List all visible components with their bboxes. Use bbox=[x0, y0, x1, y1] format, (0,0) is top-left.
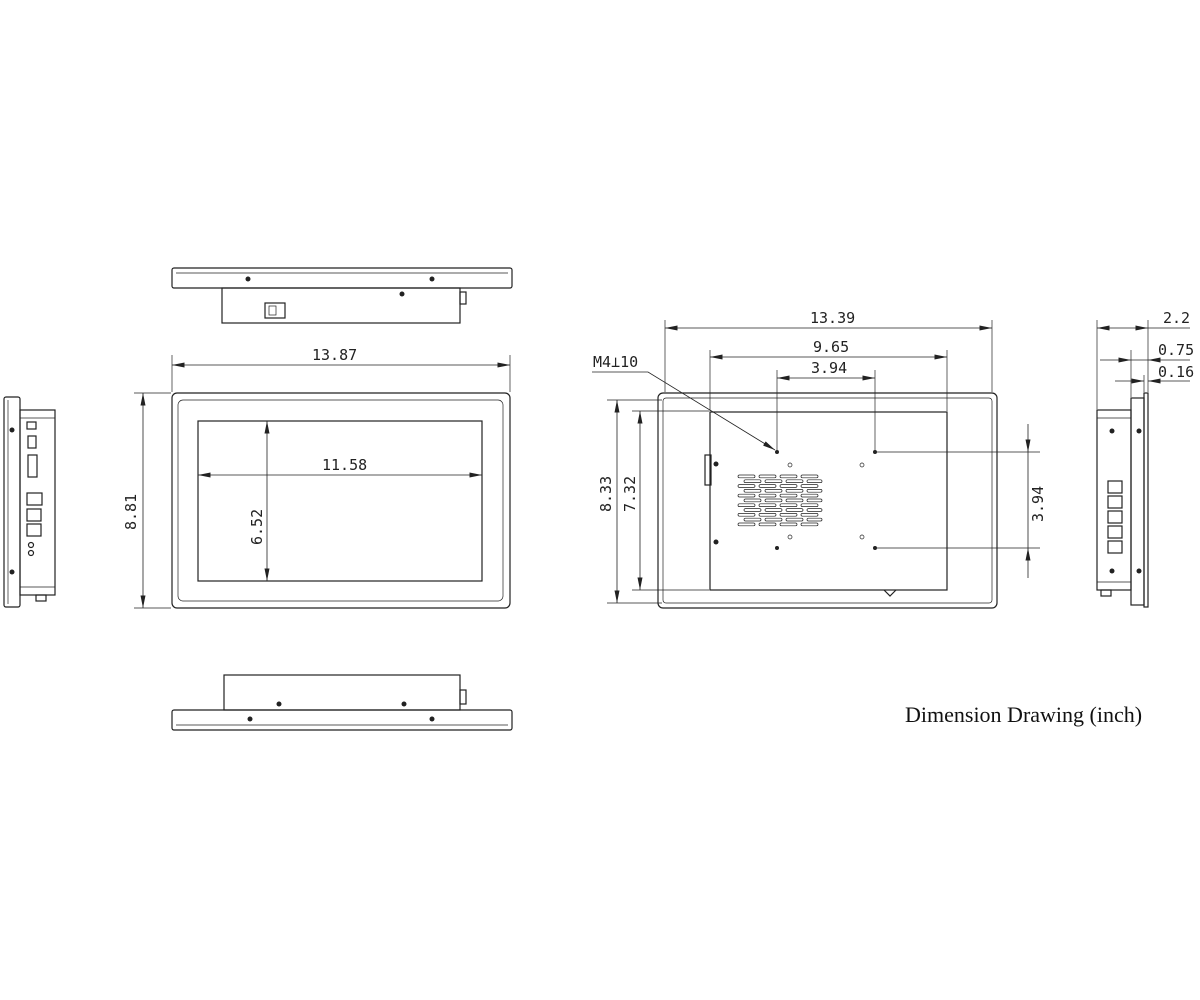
vent-slot bbox=[743, 489, 762, 493]
vent-slot bbox=[764, 479, 783, 483]
vent-slot bbox=[806, 508, 823, 512]
back-width-label: 13.39 bbox=[810, 309, 855, 327]
vent-slot bbox=[806, 489, 823, 493]
bezel-thickness-label: 0.16 bbox=[1158, 363, 1194, 381]
vesa-horizontal-label: 3.94 bbox=[811, 359, 847, 377]
vent-slot bbox=[764, 517, 783, 522]
vent-slot bbox=[779, 493, 798, 498]
vent-slot bbox=[800, 503, 819, 507]
vent-slot bbox=[800, 484, 819, 488]
vent-slot bbox=[737, 503, 756, 507]
vent-slot bbox=[785, 508, 804, 512]
vent-slot bbox=[779, 484, 798, 488]
screen-height-label: 6.52 bbox=[248, 509, 266, 545]
vent-slot bbox=[758, 503, 777, 507]
screen-area bbox=[197, 420, 483, 582]
vent-slot bbox=[737, 493, 756, 498]
vent-slot bbox=[779, 503, 798, 507]
caption: Dimension Drawing (inch) bbox=[905, 702, 1143, 727]
vent-slot bbox=[800, 522, 819, 527]
vent-slot bbox=[785, 517, 804, 522]
vent-slot bbox=[737, 484, 756, 488]
vent-slot bbox=[806, 498, 823, 503]
vent-slot bbox=[779, 474, 798, 479]
bottom-view bbox=[171, 674, 513, 731]
vent-slot bbox=[743, 508, 762, 512]
screw-note-label: M4⊥10 bbox=[593, 353, 638, 371]
vent-slot bbox=[758, 493, 777, 498]
vent-slot bbox=[737, 474, 756, 479]
mount-height-label: 7.32 bbox=[621, 476, 639, 512]
vent-slot bbox=[785, 498, 804, 503]
vent-slot bbox=[737, 522, 756, 527]
front-height-label: 8.81 bbox=[122, 494, 140, 530]
vesa-vertical-label: 3.94 bbox=[1029, 486, 1047, 522]
vent-slot bbox=[737, 513, 756, 517]
depth-label: 2.2 bbox=[1163, 309, 1190, 327]
back-height-label: 8.33 bbox=[597, 476, 615, 512]
vent-slot bbox=[758, 474, 777, 479]
chassis-depth-label: 0.75 bbox=[1158, 341, 1194, 359]
power-switch bbox=[264, 302, 286, 319]
vent-slot bbox=[800, 493, 819, 498]
front-width-label: 13.87 bbox=[312, 346, 357, 364]
mount-width-label: 9.65 bbox=[813, 338, 849, 356]
vent-slot bbox=[764, 508, 783, 512]
left-side-view bbox=[3, 396, 56, 608]
vent-slot bbox=[779, 513, 798, 517]
vent-grille bbox=[737, 474, 823, 527]
vent-slot bbox=[764, 498, 783, 503]
top-view bbox=[171, 267, 513, 324]
vent-slot bbox=[758, 513, 777, 517]
vent-slot bbox=[800, 474, 819, 479]
vent-slot bbox=[764, 489, 783, 493]
vent-slot bbox=[779, 522, 798, 527]
vent-slot bbox=[806, 479, 823, 483]
vent-slot bbox=[743, 517, 762, 522]
vent-slot bbox=[743, 479, 762, 483]
vent-slot bbox=[743, 498, 762, 503]
front-view: 13.87 8.81 11.58 6.52 bbox=[122, 346, 511, 609]
vent-slot bbox=[800, 513, 819, 517]
right-side-view: 2.2 0.75 0.16 bbox=[1096, 309, 1194, 608]
vent-slot bbox=[758, 522, 777, 527]
back-view: 13.39 9.65 3.94 8.33 7.32 3.94 M4⊥10 bbox=[592, 309, 1047, 609]
vent-slot bbox=[806, 517, 823, 522]
vent-slot bbox=[785, 479, 804, 483]
screen-width-label: 11.58 bbox=[322, 456, 367, 474]
vent-slot bbox=[785, 489, 804, 493]
vent-slot bbox=[758, 484, 777, 488]
